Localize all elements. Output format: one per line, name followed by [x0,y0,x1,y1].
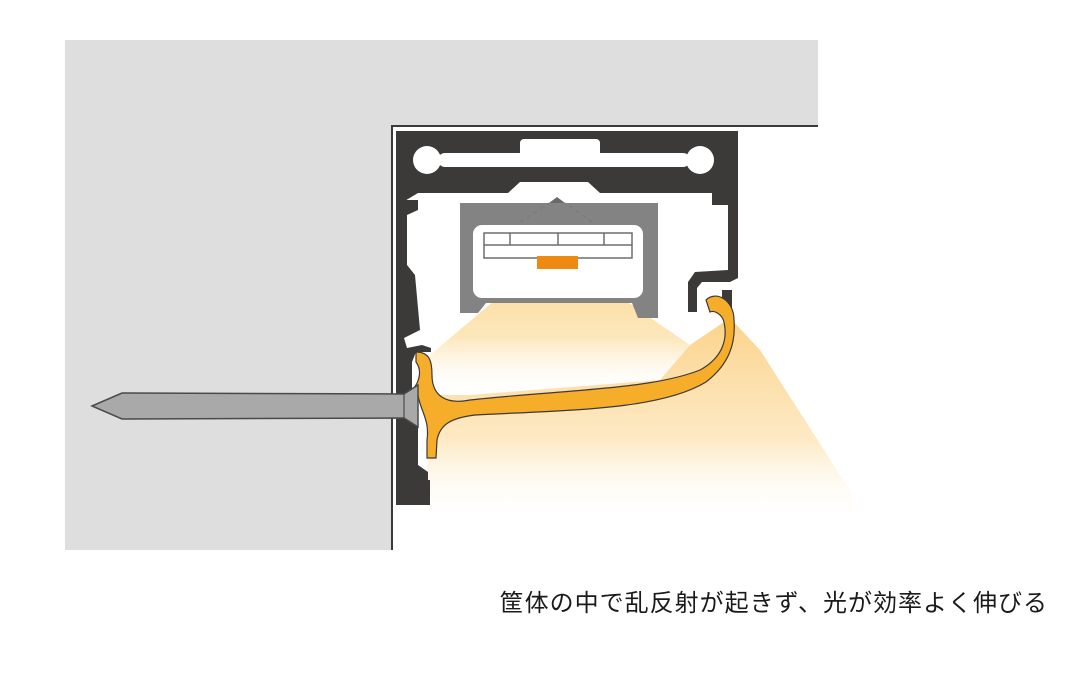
profile-slots [413,139,714,174]
caption-text: 筐体の中で乱反射が起きず、光が効率よく伸びる [499,589,1048,617]
led-chip [537,256,578,269]
mounting-screw [90,383,419,429]
profile-bottom-hook [396,480,430,505]
profile-left-wall [396,200,431,505]
light-beams [425,268,870,522]
profile-right-wall [688,185,738,312]
wall-surface [65,40,818,550]
light-beam-spread [425,318,870,522]
diffuser-arc [411,295,735,459]
diffuser-lens [411,295,735,459]
light-beam-down [430,268,690,395]
screw-shaft [90,383,419,429]
led-dashed-guides [519,202,593,223]
led-guide-arrow [549,197,565,203]
aluminum-profile [396,131,738,505]
led-module [460,197,658,318]
